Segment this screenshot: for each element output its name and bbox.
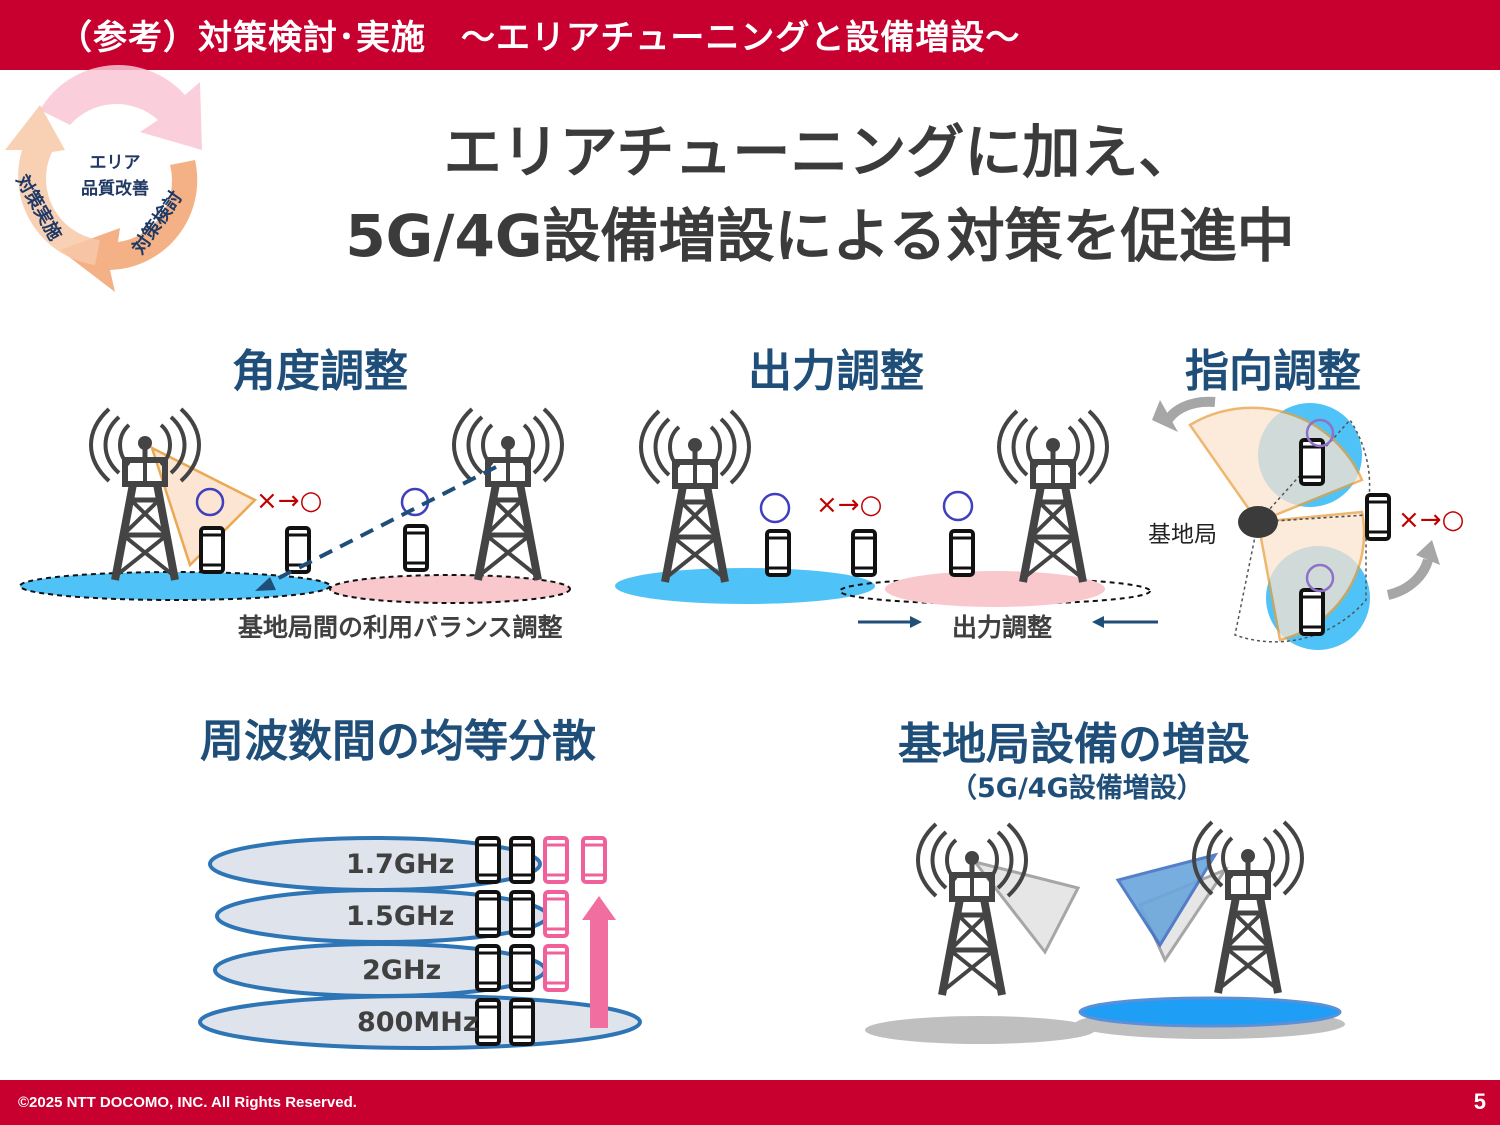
coverage-area-right (329, 574, 571, 604)
phone-icon (851, 529, 877, 577)
phone-icon (1299, 588, 1325, 636)
coverage-area-right (885, 571, 1105, 607)
main-title-line1: エリアチューニングに加え、 (443, 118, 1197, 186)
coverage-area-left (615, 568, 875, 604)
band-label: 2GHz (362, 955, 442, 986)
tower-icon (999, 411, 1107, 582)
section-title-angle: 角度調整 (232, 346, 408, 397)
tower-icon (454, 409, 562, 580)
power-caption: 出力調整 (952, 613, 1053, 642)
cycle-center-line2: 品質改善 (81, 179, 149, 199)
main-title: エリアチューニングに加え、 5G/4G設備増設による対策を促進中 (250, 110, 1390, 278)
cycle-center-line1: エリア (89, 153, 141, 173)
section-title-equipment: 基地局設備の増設 (898, 719, 1250, 770)
band-label: 1.5GHz (346, 901, 455, 932)
phone-icon (1365, 493, 1391, 541)
footer-bar: ©2025 NTT DOCOMO, INC. All Rights Reserv… (0, 1080, 1500, 1125)
band-label: 1.7GHz (346, 849, 455, 880)
copyright: ©2025 NTT DOCOMO, INC. All Rights Reserv… (18, 1094, 357, 1111)
band-label: 800MHz (357, 1007, 479, 1038)
change-marker: ×→○ (816, 490, 883, 520)
good-circle-icon (942, 490, 974, 522)
section-title-power: 出力調整 (748, 346, 924, 397)
cycle-center-label: エリア 品質改善 (60, 150, 170, 202)
coverage-shadow (865, 1016, 1095, 1044)
header-title: （参考）対策検討･実施 ～エリアチューニングと設備増設～ (58, 18, 1021, 58)
phone-icon (765, 529, 791, 577)
good-circle-icon (759, 492, 791, 524)
arrow-left-icon (1092, 616, 1104, 628)
cycle-diagram (5, 65, 202, 292)
section-title-frequency: 周波数間の均等分散 (200, 716, 596, 767)
rotate-arrow-icon (1386, 558, 1433, 600)
phone-icon (949, 529, 975, 577)
base-station-icon (1238, 506, 1278, 538)
page-number: 5 (1473, 1089, 1486, 1114)
phone-icon (199, 526, 225, 574)
section-subtitle-equipment: （5G/4G設備増設） (950, 773, 1204, 804)
phone-icon (403, 524, 429, 572)
up-arrow-icon (590, 918, 608, 1028)
section-title-direction: 指向調整 (1185, 346, 1361, 397)
tilt-arrow (264, 465, 497, 587)
station-label: 基地局 (1148, 522, 1217, 548)
change-marker: ×→○ (1398, 505, 1465, 535)
tower-icon (1194, 822, 1302, 993)
angle-caption: 基地局間の利用バランス調整 (238, 613, 563, 642)
header-bar: （参考）対策検討･実施 ～エリアチューニングと設備増設～ (0, 0, 1500, 70)
coverage-area-new (1078, 996, 1342, 1028)
tower-icon (641, 411, 749, 582)
arrow-right-icon (910, 616, 922, 628)
good-circle-icon (195, 487, 225, 517)
tower-icon (918, 824, 1026, 995)
main-title-line2: 5G/4G設備増設による対策を促進中 (345, 202, 1295, 270)
change-marker: ×→○ (256, 486, 323, 516)
